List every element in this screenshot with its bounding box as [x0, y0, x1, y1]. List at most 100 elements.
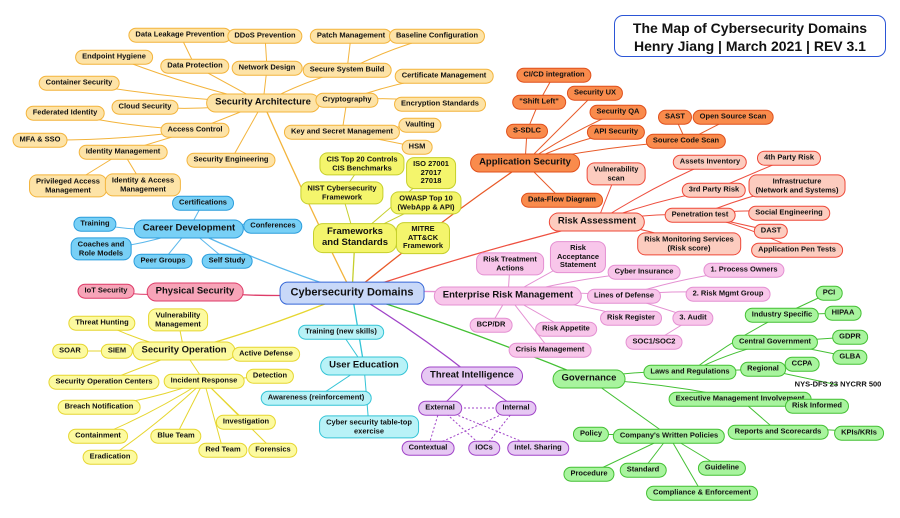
- node-ti[interactable]: Threat Intelligence: [421, 366, 523, 386]
- node-det[interactable]: Detection: [245, 368, 295, 384]
- node-hsm[interactable]: HSM: [401, 139, 433, 155]
- node-kpi[interactable]: KPIs/KRIs: [834, 425, 884, 441]
- node-soar[interactable]: SOAR: [52, 343, 88, 359]
- node-cloud[interactable]: Cloud Security: [111, 99, 179, 115]
- node-dp[interactable]: Data Protection: [160, 58, 230, 74]
- node-cwp[interactable]: Company's Written Policies: [612, 428, 726, 444]
- node-ra[interactable]: Risk Assessment: [548, 212, 646, 232]
- node-ctx[interactable]: Contextual: [401, 440, 455, 456]
- node-bcp[interactable]: BCP/DR: [469, 317, 513, 333]
- node-rta[interactable]: Risk Treatment Actions: [476, 252, 544, 276]
- node-api[interactable]: API Security: [586, 124, 646, 140]
- node-ai[interactable]: Assets Inventory: [672, 154, 748, 170]
- node-base[interactable]: Baseline Configuration: [388, 28, 486, 44]
- node-tpr[interactable]: 3rd Party Risk: [681, 182, 747, 198]
- node-conf[interactable]: Conferences: [243, 218, 303, 234]
- node-rr[interactable]: Risk Register: [600, 310, 662, 326]
- node-ccpa[interactable]: CCPA: [784, 356, 820, 372]
- node-vault[interactable]: Vaulting: [398, 117, 442, 133]
- node-nist[interactable]: NIST Cybersecurity Framework: [300, 181, 384, 205]
- node-emi[interactable]: Executive Management Involvement: [668, 391, 812, 407]
- node-audit[interactable]: 3. Audit: [672, 310, 714, 326]
- node-ll[interactable]: Laws and Regulations: [643, 364, 737, 380]
- node-oss[interactable]: Open Source Scan: [692, 109, 774, 125]
- node-gdpr[interactable]: GDPR: [832, 329, 868, 345]
- node-dast[interactable]: DAST: [753, 223, 789, 239]
- node-iocs[interactable]: IOCs: [468, 440, 500, 456]
- node-infra[interactable]: Infrastructure (Network and Systems): [748, 174, 846, 198]
- node-certm[interactable]: Certificate Management: [394, 68, 494, 84]
- node-vm[interactable]: Vulnerability Management: [148, 308, 208, 332]
- node-ras[interactable]: Risk Acceptance Statement: [549, 241, 607, 273]
- node-ext[interactable]: External: [418, 400, 462, 416]
- node-bn[interactable]: Breach Notification: [57, 399, 141, 415]
- node-sa[interactable]: Security Architecture: [206, 93, 320, 113]
- node-rt[interactable]: Red Team: [198, 442, 248, 458]
- node-cm[interactable]: Crisis Management: [508, 342, 592, 358]
- node-idm[interactable]: Identity Management: [78, 144, 168, 160]
- node-cicd[interactable]: CI/CD integration: [516, 67, 592, 83]
- node-proc[interactable]: Procedure: [563, 466, 615, 482]
- node-apt[interactable]: Application Pen Tests: [751, 242, 843, 258]
- node-enc[interactable]: Encryption Standards: [394, 96, 486, 112]
- node-rmg[interactable]: 2. Risk Mgmt Group: [685, 286, 771, 302]
- node-erad[interactable]: Eradication: [82, 449, 138, 465]
- node-sast[interactable]: SAST: [657, 109, 693, 125]
- node-so[interactable]: Security Operation: [132, 341, 236, 361]
- node-certs[interactable]: Certifications: [172, 195, 234, 211]
- node-dlp[interactable]: Data Leakage Prevention: [128, 27, 232, 43]
- node-dfd[interactable]: Data-Flow Diagram: [521, 192, 603, 208]
- node-ad[interactable]: Active Defense: [232, 346, 300, 362]
- node-int[interactable]: Internal: [495, 400, 537, 416]
- node-se[interactable]: Security Engineering: [186, 152, 276, 168]
- node-phys[interactable]: Physical Security: [146, 282, 244, 302]
- node-ssdlc[interactable]: S-SDLC: [506, 123, 548, 139]
- node-rs[interactable]: Reports and Scorecards: [727, 424, 829, 440]
- node-iam[interactable]: Identity & Access Management: [104, 173, 182, 197]
- node-std[interactable]: Standard: [619, 462, 667, 478]
- node-cis[interactable]: CIS Top 20 Controls CIS Benchmarks: [319, 152, 405, 176]
- node-rms[interactable]: Risk Monitoring Services (Risk score): [637, 232, 741, 256]
- node-cont2[interactable]: Containment: [68, 428, 128, 444]
- node-ind[interactable]: Industry Specific: [744, 307, 820, 323]
- node-th[interactable]: Threat Hunting: [68, 315, 136, 331]
- node-awr[interactable]: Awareness (reinforcement): [260, 390, 372, 406]
- node-pci[interactable]: PCI: [815, 285, 843, 301]
- node-ci[interactable]: Cyber Insurance: [607, 264, 681, 280]
- node-hipaa[interactable]: HIPAA: [824, 305, 862, 321]
- node-tns[interactable]: Training (new skills): [298, 324, 384, 340]
- node-ri[interactable]: Risk Informed: [784, 398, 850, 414]
- node-po[interactable]: 1. Process Owners: [703, 262, 785, 278]
- node-reg[interactable]: Regional: [740, 361, 786, 377]
- node-iot[interactable]: IoT Security: [77, 283, 135, 299]
- node-self[interactable]: Self Study: [201, 253, 253, 269]
- node-ir[interactable]: Incident Response: [163, 373, 245, 389]
- node-ue[interactable]: User Education: [320, 356, 408, 376]
- node-fs[interactable]: Frameworks and Standards: [313, 223, 397, 253]
- node-nys[interactable]: NYS-DFS 23 NYCRR 500: [794, 379, 882, 389]
- node-socc[interactable]: Security Operation Centers: [48, 374, 160, 390]
- node-ssb[interactable]: Secure System Build: [302, 62, 392, 78]
- node-peer[interactable]: Peer Groups: [133, 253, 193, 269]
- node-ish[interactable]: Intel. Sharing: [507, 440, 569, 456]
- node-patch[interactable]: Patch Management: [309, 28, 393, 44]
- node-inv[interactable]: Investigation: [215, 414, 277, 430]
- node-as[interactable]: Application Security: [470, 153, 580, 173]
- node-vs[interactable]: Vulnerability scan: [586, 162, 646, 186]
- node-pol[interactable]: Policy: [572, 426, 610, 442]
- node-soc12[interactable]: SOC1/SOC2: [625, 334, 683, 350]
- node-rap[interactable]: Risk Appetite: [535, 321, 597, 337]
- node-shift[interactable]: "Shift Left": [512, 94, 566, 110]
- node-ux[interactable]: Security UX: [566, 85, 624, 101]
- node-for[interactable]: Forensics: [248, 442, 298, 458]
- node-nd[interactable]: Network Design: [231, 60, 303, 76]
- node-iso[interactable]: ISO 27001 27017 27018: [406, 157, 456, 189]
- node-bt[interactable]: Blue Team: [150, 428, 202, 444]
- node-ksm[interactable]: Key and Secret Management: [283, 124, 401, 140]
- node-pt[interactable]: Penetration test: [664, 207, 736, 223]
- node-owasp[interactable]: OWASP Top 10 (WebApp & API): [390, 191, 462, 215]
- node-ce[interactable]: Compliance & Enforcement: [646, 485, 758, 501]
- node-qa[interactable]: Security QA: [589, 104, 647, 120]
- node-mfa[interactable]: MFA & SSO: [12, 132, 68, 148]
- node-gov[interactable]: Governance: [552, 369, 626, 389]
